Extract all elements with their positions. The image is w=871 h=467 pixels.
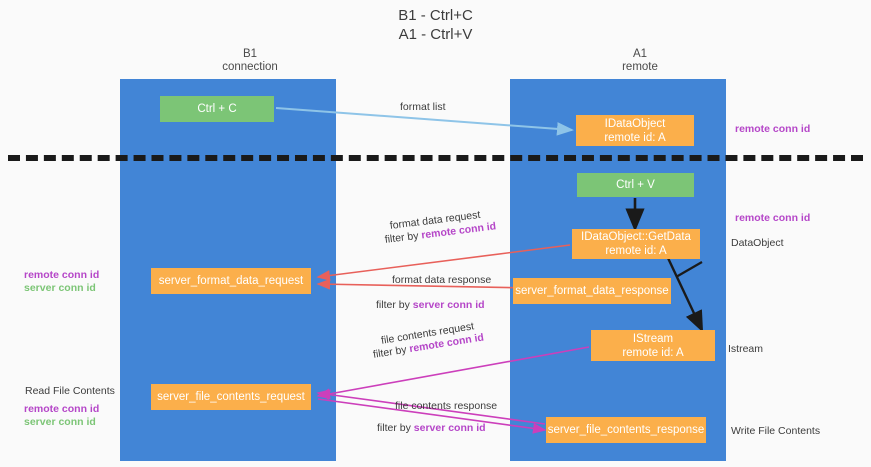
node-istream[interactable]: IStream remote id: A <box>591 330 715 361</box>
lane-header-b1-name: B1 <box>242 48 258 60</box>
node-ctrl-c[interactable]: Ctrl + C <box>160 96 274 122</box>
node-getdata-sub: remote id: A <box>605 245 667 257</box>
node-istream-label: IStream <box>632 332 674 345</box>
lane-header-a1: A1 remote <box>540 48 740 74</box>
node-ctrl-v-label: Ctrl + V <box>616 179 655 191</box>
edge-label-format-data-response-filter: filter by server conn id <box>376 298 485 312</box>
annotation-left-server-conn-id-mid: server conn id <box>24 282 96 294</box>
edge-label-format-list-text: format list <box>400 101 446 113</box>
edge-label-format-list: format list <box>400 100 446 114</box>
edge-label-format-data-response-text: format data response <box>392 274 492 286</box>
filter-key-server-conn-id: server conn id <box>413 422 486 434</box>
lane-header-b1: B1 connection <box>150 48 350 74</box>
node-server-format-data-request[interactable]: server_format_data_request <box>151 268 311 294</box>
annotation-read-file-contents: Read File Contents <box>25 385 115 397</box>
node-istream-sub: remote id: A <box>622 346 684 359</box>
node-server-format-data-request-label: server_format_data_request <box>158 275 304 287</box>
edge-label-file-contents-response-filter: filter by server conn id <box>377 421 486 435</box>
node-server-file-contents-response[interactable]: server_file_contents_response <box>546 417 706 443</box>
filter-prefix: filter by <box>376 299 413 311</box>
edge-label-file-contents-response: file contents response <box>395 399 497 413</box>
annotation-left-remote-conn-id-mid: remote conn id <box>24 269 100 281</box>
page-title: B1 - Ctrl+C A1 - Ctrl+V <box>0 6 871 44</box>
node-server-file-contents-response-label: server_file_contents_response <box>547 424 705 436</box>
lane-header-a1-subtitle: remote <box>622 61 658 73</box>
filter-prefix: filter by <box>384 229 423 246</box>
lane-header-b1-subtitle: connection <box>222 61 278 73</box>
title-line-1: B1 - Ctrl+C <box>398 7 473 24</box>
node-getdata[interactable]: IDataObject::GetData remote id: A <box>572 229 700 259</box>
annotation-remote-conn-id-top: remote conn id <box>735 123 811 135</box>
node-server-file-contents-request[interactable]: server_file_contents_request <box>151 384 311 410</box>
node-idataobject-sub: remote id: A <box>604 131 666 144</box>
title-line-2: A1 - Ctrl+V <box>398 26 473 43</box>
annotation-remote-conn-id-mid: remote conn id <box>735 212 811 224</box>
annotation-istream: Istream <box>728 343 764 355</box>
node-ctrl-v[interactable]: Ctrl + V <box>577 173 694 197</box>
node-server-file-contents-request-label: server_file_contents_request <box>157 391 305 403</box>
node-ctrl-c-label: Ctrl + C <box>197 103 237 115</box>
annotation-dataobject: DataObject <box>731 237 784 249</box>
filter-key-server-conn-id: server conn id <box>412 299 485 311</box>
annotation-left-server-conn-id-bottom: server conn id <box>24 416 96 428</box>
node-getdata-label: IDataObject::GetData <box>581 231 691 243</box>
annotation-write-file-contents: Write File Contents <box>731 425 821 437</box>
node-server-format-data-response[interactable]: server_format_data_response <box>513 278 671 304</box>
filter-prefix: filter by <box>377 422 414 434</box>
node-idataobject-label: IDataObject <box>604 117 666 130</box>
node-idataobject[interactable]: IDataObject remote id: A <box>576 115 694 146</box>
edge-label-format-data-response: format data response <box>392 273 491 287</box>
phase-divider <box>8 155 863 161</box>
edge-label-file-contents-response-text: file contents response <box>395 400 498 412</box>
node-server-format-data-response-label: server_format_data_response <box>515 285 669 297</box>
lane-header-a1-name: A1 <box>632 48 648 60</box>
annotation-left-remote-conn-id-bottom: remote conn id <box>24 403 100 415</box>
filter-prefix: filter by <box>372 343 411 361</box>
